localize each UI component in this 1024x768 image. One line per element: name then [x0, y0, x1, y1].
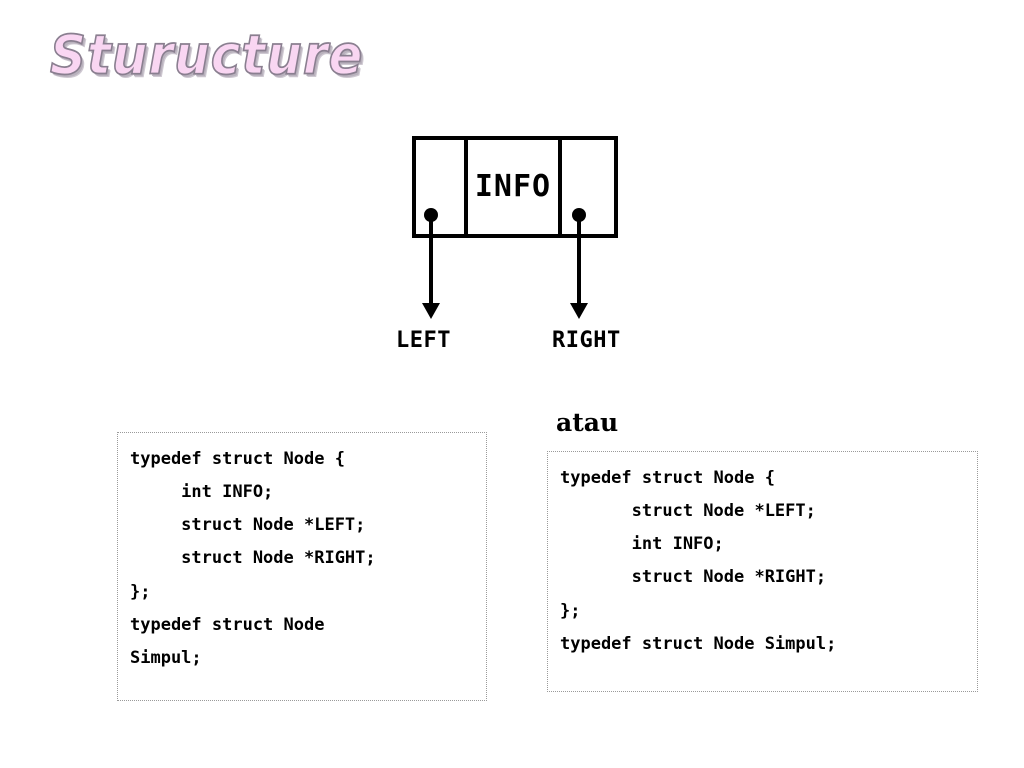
left-arrow-stem	[429, 214, 433, 305]
code-text-variant-2: typedef struct Node { struct Node *LEFT;…	[560, 468, 837, 654]
code-text-variant-1: typedef struct Node { int INFO; struct N…	[130, 449, 376, 668]
right-pointer-label: RIGHT	[552, 328, 621, 353]
right-pointer-dot-icon	[572, 208, 586, 222]
node-cell-info: INFO	[468, 140, 562, 234]
node-cell-right-pointer	[562, 140, 614, 234]
node-cell-left-pointer	[416, 140, 468, 234]
page-title: Sturucture	[49, 23, 364, 87]
node-box: INFO	[412, 136, 618, 238]
left-arrow-head-icon	[422, 303, 440, 319]
left-pointer-label: LEFT	[396, 328, 451, 353]
code-block-variant-2: typedef struct Node { struct Node *LEFT;…	[547, 451, 978, 692]
right-arrow-stem	[577, 214, 581, 305]
alternative-separator-label: atau	[556, 408, 619, 437]
left-pointer-dot-icon	[424, 208, 438, 222]
node-info-label: INFO	[474, 169, 552, 204]
right-arrow-head-icon	[570, 303, 588, 319]
code-block-variant-1: typedef struct Node { int INFO; struct N…	[117, 432, 487, 701]
